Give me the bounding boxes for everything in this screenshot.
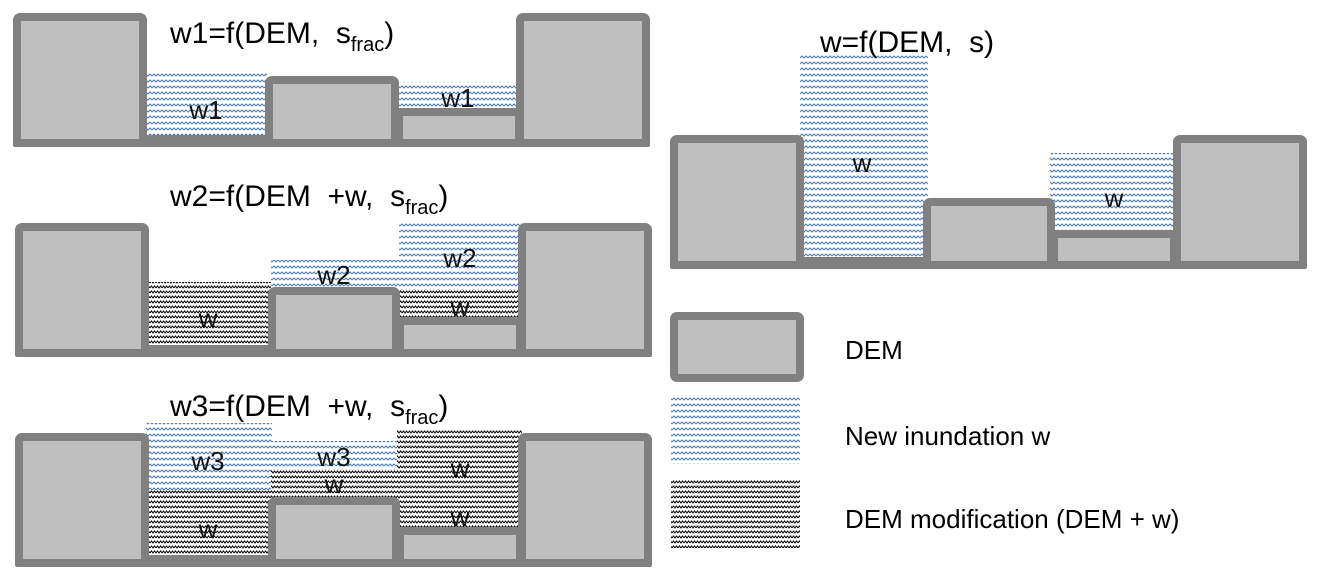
stage1-dem-block-1 [13,13,147,147]
stage3-inundation-left [146,423,272,491]
single-dem-block-4 [1050,230,1178,269]
stage1-dem-block-4 [395,108,523,147]
stage2-inundation-middle [271,260,401,288]
stage2-modification-right [399,290,522,318]
legend-item-dem: DEM [670,312,903,382]
stage1-title: w1=f(DEM, sfrac) [169,17,394,56]
stage2-inundation-right [399,221,522,291]
stage3-modification-middle [271,470,401,498]
legend-item-modification: DEM modification (DEM + w) [671,479,1179,548]
legend-item-inundation: New inundation w [671,395,1050,464]
stage1-label-w1-left: w1 [188,95,222,125]
single-inundation-left [800,55,928,258]
stage3-dem-block-3 [268,497,400,567]
stage2-label-w2-middle: w2 [316,260,350,290]
stage2-label-w2-right: w2 [442,243,476,273]
stage1-inundation-left [147,73,267,135]
stage2-panel: w2=f(DEM +w, sfrac) w w2 w2 w [15,180,652,357]
single-inundation-right [1050,153,1177,231]
single-label-w-left: w [852,148,872,178]
stage3-label-w-left: w [198,514,218,544]
legend-inundation-swatch [671,395,800,464]
stage3-inundation-middle [271,441,401,471]
legend-dem-label: DEM [845,335,903,365]
stage3-dem-block-4 [396,527,524,567]
stage2-title: w2=f(DEM +w, sfrac) [169,180,448,219]
legend-modification-swatch [671,479,800,548]
single-title: w=f(DEM, s) [819,26,994,59]
single-label-w-right: w [1104,183,1124,213]
stage3-modification-right [397,430,522,527]
stage3-label-w-right-lower: w [450,502,470,532]
stage1-inundation-right [398,82,518,109]
stage2-label-w-left: w [198,303,218,333]
single-dem-block-1 [670,135,804,269]
stage1-label-w1-right: w1 [440,83,474,113]
stage2-modification-left [149,282,271,346]
legend-inundation-label: New inundation w [845,421,1050,451]
stage2-dem-block-3 [268,287,400,357]
stage3-panel: w3=f(DEM +w, sfrac) w3 w w3 w w w [15,390,652,567]
stage2-dem-block-4 [396,317,524,357]
stage2-label-w-right: w [450,292,470,322]
stage3-dem-block-5 [518,433,652,567]
stage3-modification-left [149,490,271,556]
stage1-panel: w1=f(DEM, sfrac) w1 w1 [13,13,650,147]
stage2-dem-block-5 [518,223,652,357]
single-step-panel: w=f(DEM, s) w w [670,26,1307,269]
stage3-label-w3-left: w3 [190,446,224,476]
stage3-label-w-middle: w [324,469,344,499]
legend-modification-label: DEM modification (DEM + w) [845,504,1179,534]
single-dem-block-5 [1173,135,1307,269]
stage3-label-w-right-upper: w [450,453,470,483]
stage1-dem-block-3 [265,76,399,147]
stage3-dem-block-1 [15,433,149,567]
single-dem-block-3 [923,198,1055,269]
stage3-label-w3-middle: w3 [316,442,350,472]
legend-dem-swatch [670,312,804,382]
stage2-dem-block-1 [15,223,149,357]
legend: DEM New inundation w DEM modification (D… [670,312,1179,548]
stage3-title: w3=f(DEM +w, sfrac) [169,390,448,429]
stage1-dem-block-5 [516,13,650,147]
